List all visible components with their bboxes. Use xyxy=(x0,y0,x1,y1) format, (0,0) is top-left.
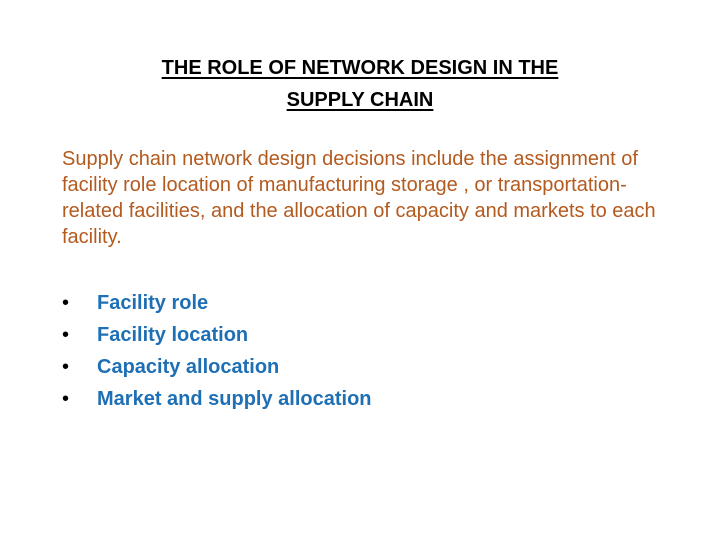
bullet-item-facility-role: • Facility role xyxy=(62,287,622,319)
bullet-icon: • xyxy=(62,292,70,314)
bullet-item-market-supply-allocation: • Market and supply allocation xyxy=(62,383,622,415)
bullet-icon: • xyxy=(62,324,70,346)
bullet-label: Capacity allocation xyxy=(97,356,280,378)
bullet-icon: • xyxy=(62,356,70,378)
bullet-list: • Facility role • Facility location • Ca… xyxy=(62,287,622,415)
bullet-item-capacity-allocation: • Capacity allocation xyxy=(62,351,622,383)
bullet-label: Facility location xyxy=(97,324,249,346)
bullet-label: Facility role xyxy=(97,292,209,314)
bullet-item-facility-location: • Facility location xyxy=(62,319,622,351)
slide-title: THE ROLE OF NETWORK DESIGN IN THE SUPPLY… xyxy=(60,52,660,116)
slide-paragraph: Supply chain network design decisions in… xyxy=(62,148,656,248)
bullet-label: Market and supply allocation xyxy=(97,388,372,410)
slide-title-line-1: THE ROLE OF NETWORK DESIGN IN THE xyxy=(161,57,559,79)
bullet-icon: • xyxy=(62,388,70,410)
slide-title-line-2: SUPPLY CHAIN xyxy=(286,89,434,111)
